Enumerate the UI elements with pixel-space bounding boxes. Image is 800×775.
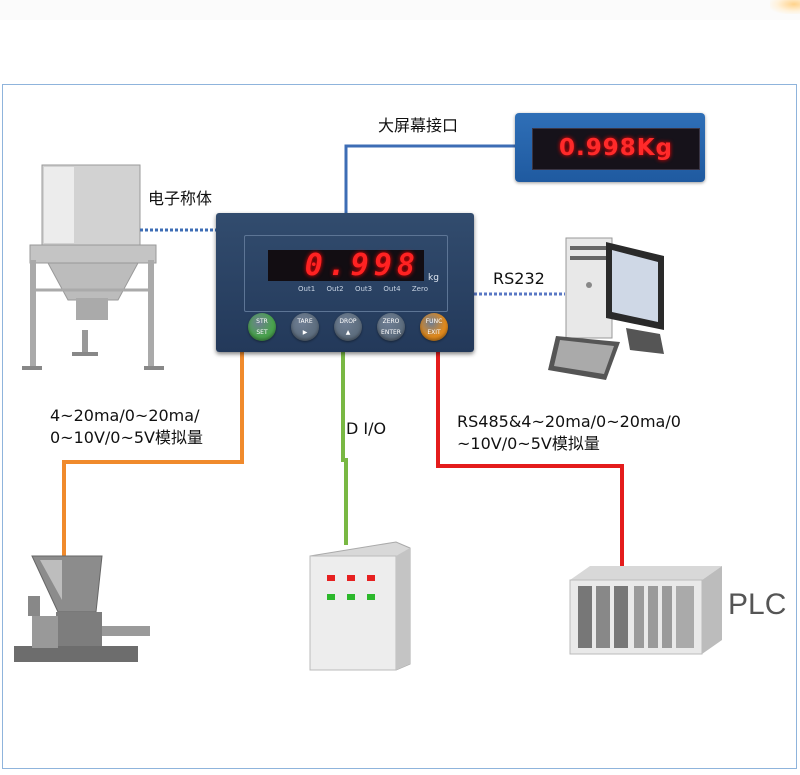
output-label: Out4 — [383, 285, 401, 293]
wire-analog — [62, 352, 244, 560]
button-top-label: TARE — [297, 318, 313, 325]
zero-enter-button[interactable]: ZERO ENTER — [377, 313, 405, 341]
button-top-label: DROP — [339, 318, 357, 325]
hopper-icon — [22, 164, 164, 370]
indicator-reading: 0.998 — [304, 248, 420, 283]
button-top-label: ZERO — [382, 318, 400, 325]
indicator-unit: kg — [428, 273, 439, 283]
label-plc: PLC — [728, 588, 787, 621]
wire-big-screen — [344, 144, 516, 213]
big-screen-value: 0.998Kg — [558, 135, 674, 161]
button-bottom-label: ▶ — [302, 329, 308, 336]
label-dio: D I/O — [346, 419, 387, 438]
corner-glow — [770, 0, 800, 14]
big-screen-display: 0.998Kg — [515, 113, 705, 182]
button-bottom-label: SET — [256, 329, 268, 336]
label-rs485-line1: RS485&4~20ma/0~20ma/0 — [457, 412, 681, 431]
func-exit-button[interactable]: FUNC EXIT — [420, 313, 448, 341]
mixer-machine-icon — [14, 555, 150, 662]
label-rs232: RS232 — [493, 269, 545, 288]
control-cabinet-icon — [309, 541, 411, 671]
indicator-outputs: Out1 Out2 Out3 Out4 Zero — [298, 285, 428, 293]
button-bottom-label: ENTER — [381, 329, 401, 336]
indicator-bezel — [244, 235, 448, 312]
label-load-cell: 电子称体 — [148, 189, 213, 208]
button-bottom-label: ▲ — [345, 329, 351, 336]
top-bar — [0, 0, 800, 20]
wire-rs485 — [436, 352, 624, 566]
indicator-led-display: 0.998 — [268, 250, 424, 281]
button-top-label: FUNC — [425, 318, 443, 325]
label-rs485-line2: ~10V/0~5V模拟量 — [457, 434, 600, 453]
str-set-button[interactable]: STR SET — [248, 313, 276, 341]
output-label: Out3 — [354, 285, 373, 293]
weighing-indicator: 0.998 kg Out1 Out2 Out3 Out4 Zero STR SET… — [216, 213, 474, 352]
big-screen-panel: 0.998Kg — [532, 128, 700, 170]
output-label: Out2 — [326, 285, 344, 293]
tare-button[interactable]: TARE ▶ — [291, 313, 319, 341]
button-bottom-label: EXIT — [427, 329, 441, 336]
wire-dio — [341, 352, 348, 545]
label-big-screen-interface: 大屏幕接口 — [378, 116, 459, 135]
output-label: Out1 — [298, 285, 316, 293]
drop-button[interactable]: DROP ▲ — [334, 313, 362, 341]
plc-rack-icon — [569, 566, 722, 655]
indicator-buttons: STR SET TARE ▶ DROP ▲ ZERO ENTER FUNC EXIT — [248, 313, 448, 341]
button-top-label: STR — [256, 318, 268, 325]
label-analog-line1: 4~20ma/0~20ma/ — [50, 406, 200, 425]
output-label: Zero — [411, 285, 428, 293]
label-analog-line2: 0~10V/0~5V模拟量 — [50, 428, 203, 447]
computer-icon — [548, 237, 664, 380]
